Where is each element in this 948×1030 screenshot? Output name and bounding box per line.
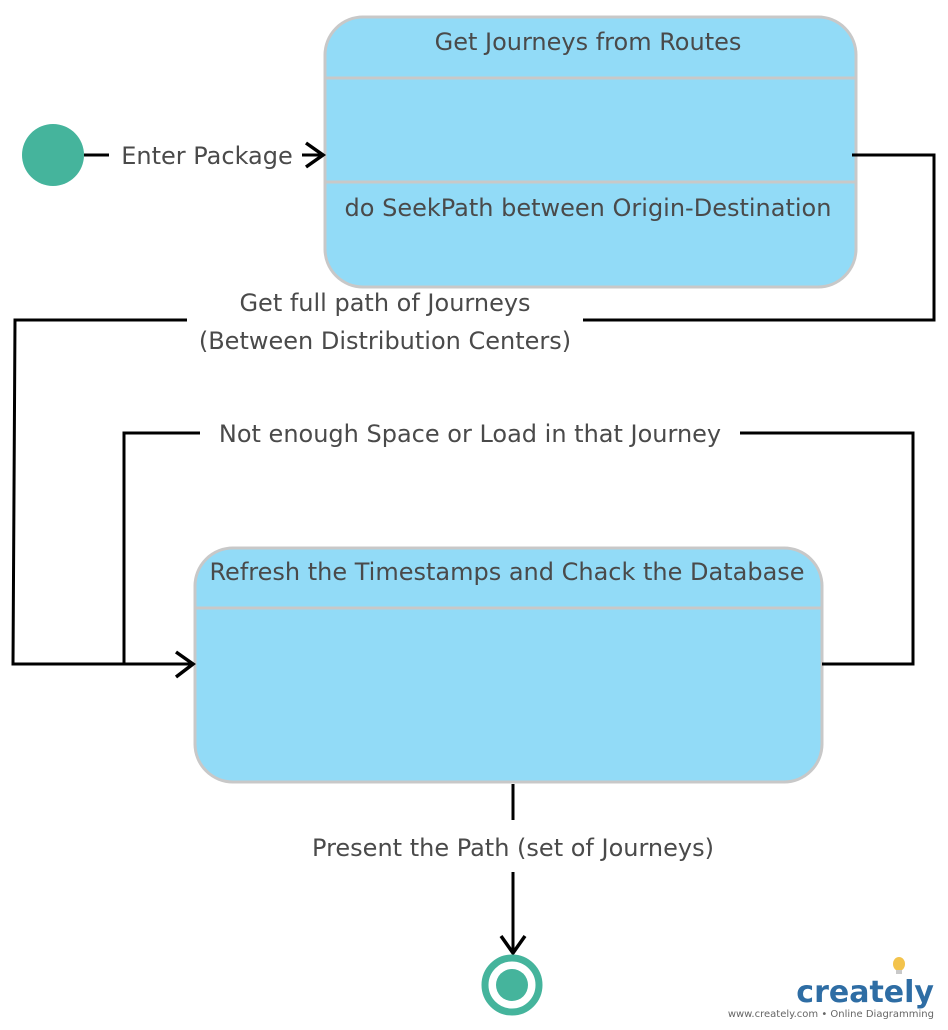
arrowhead	[174, 650, 196, 679]
transition-not-enough-space: Not enough Space or Load in that Journey	[122, 420, 915, 679]
connector-line	[583, 153, 936, 322]
watermark-brand: creately	[796, 975, 934, 1010]
state-refresh: Refresh the Timestamps and Chack the Dat…	[193, 546, 824, 784]
arrowhead	[499, 934, 527, 957]
transition-label: (Between Distribution Centers)	[199, 327, 571, 355]
transition-label: Present the Path (set of Journeys)	[312, 834, 714, 862]
lightbulb-icon	[893, 957, 905, 974]
transition-full-path: Get full path of Journeys (Between Distr…	[11, 153, 936, 666]
transition-label: Get full path of Journeys	[239, 289, 530, 317]
transition-present-path: Present the Path (set of Journeys)	[312, 784, 714, 957]
watermark-tagline: www.creately.com • Online Diagramming	[728, 1009, 934, 1020]
state-box	[323, 15, 858, 289]
state-title: Get Journeys from Routes	[435, 28, 742, 56]
final-state-dot	[496, 969, 528, 1001]
transition-label: Not enough Space or Load in that Journey	[219, 420, 721, 448]
connector-line	[11, 318, 187, 666]
state-activity: do SeekPath between Origin-Destination	[345, 194, 832, 222]
initial-state	[22, 124, 84, 186]
transition-label: Enter Package	[121, 142, 293, 170]
creately-watermark: creately www.creately.com • Online Diagr…	[728, 957, 934, 1020]
connector-line	[740, 431, 915, 666]
state-title: Refresh the Timestamps and Chack the Dat…	[209, 558, 804, 586]
arrowhead	[304, 141, 327, 169]
transition-enter-package: Enter Package	[84, 141, 327, 170]
final-state	[481, 954, 543, 1016]
connector-line	[122, 431, 200, 666]
state-get-journeys: Get Journeys from Routes do SeekPath bet…	[323, 15, 858, 289]
